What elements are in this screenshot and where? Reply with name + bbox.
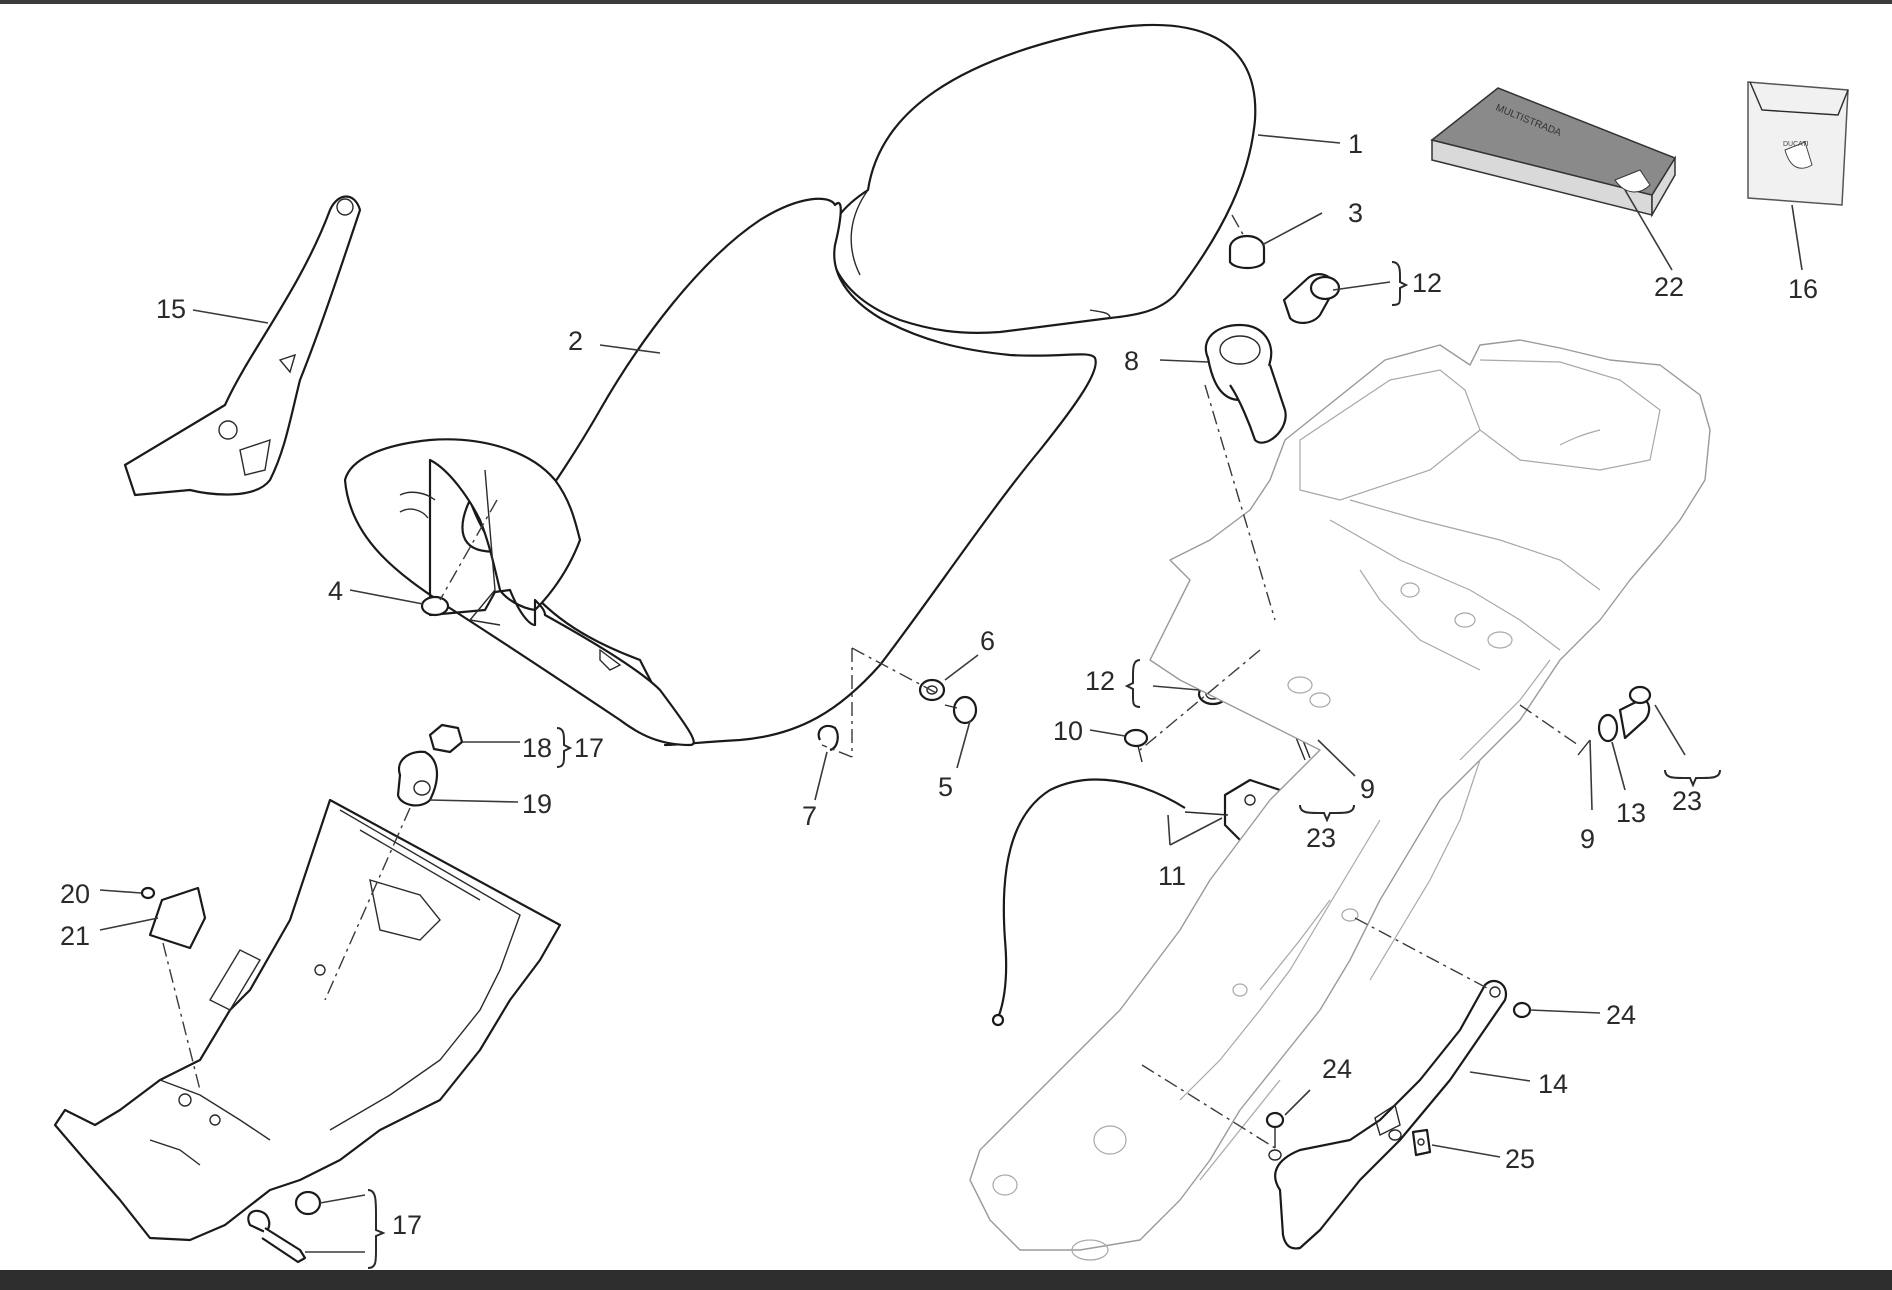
assembly-centerlines <box>162 214 1579 1149</box>
callout-2: 2 <box>568 326 583 356</box>
callout-14: 14 <box>1538 1069 1568 1099</box>
rear-subframe <box>969 339 1711 1261</box>
callout-18: 18 <box>522 733 552 763</box>
callout-19: 19 <box>522 789 552 819</box>
callout-24-upper: 24 <box>1606 1000 1636 1030</box>
callout-17-top: 17 <box>574 733 604 763</box>
callout-21: 21 <box>60 921 90 951</box>
callout-23-right: 23 <box>1672 786 1702 816</box>
callout-11: 11 <box>1158 861 1186 891</box>
part-24-screw-upper <box>1512 1001 1532 1019</box>
callout-9-center: 9 <box>1360 774 1375 804</box>
part-8-lock-cylinder <box>1204 323 1287 444</box>
callout-24-lower: 24 <box>1322 1054 1352 1084</box>
part-9-washer-right <box>1577 739 1591 756</box>
undertray <box>53 798 562 1242</box>
callout-8: 8 <box>1124 346 1139 376</box>
part-19-bracket <box>396 750 438 807</box>
callout-9-right: 9 <box>1580 824 1595 854</box>
callout-numbers: 1 2 3 4 5 6 7 8 9 9 10 11 12 12 13 14 15… <box>60 129 1818 1240</box>
part-21-plate <box>148 886 207 950</box>
leader-lines <box>99 134 1803 1253</box>
bag-brand-text: DUCATI <box>1783 141 1809 148</box>
part-12-key-barrel-top <box>1282 273 1341 324</box>
part-10-screw <box>1123 728 1149 763</box>
part-14-side-cover <box>1274 979 1508 1250</box>
callout-13: 13 <box>1616 798 1646 828</box>
part-18-nut <box>428 723 464 754</box>
part-2-rider-seat <box>343 197 1097 747</box>
part-7-clip <box>817 724 839 752</box>
callout-15: 15 <box>156 294 186 324</box>
part-5-screw <box>944 695 978 725</box>
part-15-grab-handle <box>123 195 362 497</box>
callout-3: 3 <box>1348 198 1363 228</box>
callout-4: 4 <box>328 576 343 606</box>
callout-10: 10 <box>1053 716 1083 746</box>
callout-5: 5 <box>938 772 953 802</box>
part-20-screw <box>140 886 156 900</box>
callout-7: 7 <box>802 801 817 831</box>
part-3-rubber-bumper <box>1228 234 1266 270</box>
callout-12-top: 12 <box>1412 268 1442 298</box>
part-17-lock-and-key <box>247 1190 322 1264</box>
braces <box>367 261 1721 1269</box>
part-11-latch-and-cable <box>991 778 1287 1027</box>
callout-25: 25 <box>1505 1144 1535 1174</box>
callout-12-lower: 12 <box>1085 666 1115 696</box>
callout-22: 22 <box>1654 272 1684 302</box>
part-1-passenger-seat <box>828 23 1257 334</box>
callout-16: 16 <box>1788 274 1818 304</box>
part-13-bolt <box>1597 685 1652 743</box>
part-24-screw-lower <box>1265 1111 1285 1161</box>
callout-23-center: 23 <box>1306 823 1336 853</box>
callout-17-bottom: 17 <box>392 1210 422 1240</box>
bottom-bar <box>0 1270 1892 1290</box>
part-22-owners-manual: MULTISTRADA <box>1430 87 1677 218</box>
callout-1: 1 <box>1348 129 1363 159</box>
callout-6: 6 <box>980 626 995 656</box>
part-25-clip-nut <box>1411 1128 1432 1157</box>
callout-20: 20 <box>60 879 90 909</box>
part-4-clip <box>420 595 450 617</box>
part-16-tool-bag: DUCATI <box>1747 81 1849 206</box>
